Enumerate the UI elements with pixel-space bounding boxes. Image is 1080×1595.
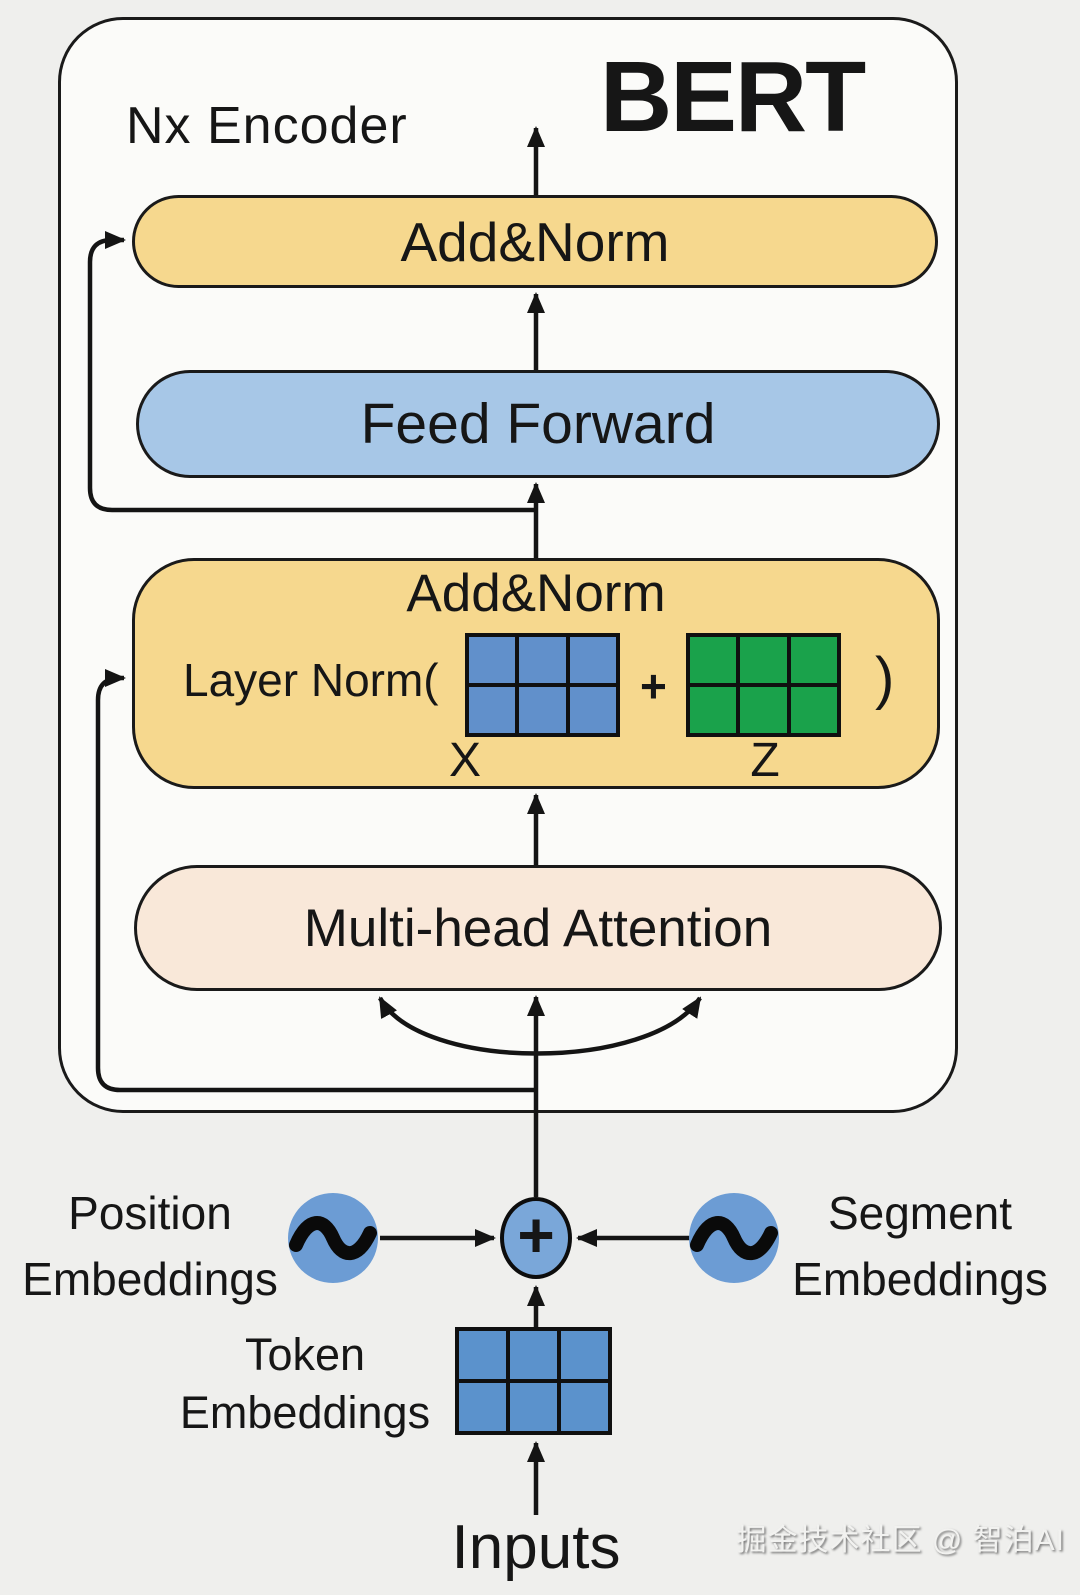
- embedding-sum-node: +: [500, 1197, 572, 1279]
- matrix-cell: [561, 1383, 608, 1431]
- matrix-cell: [469, 637, 516, 683]
- x-matrix-grid: [465, 633, 620, 737]
- z-matrix-grid: [686, 633, 841, 737]
- add-norm-main-block: Add&Norm Layer Norm( + ) X Z: [132, 558, 940, 789]
- token-embeddings-grid: [455, 1327, 612, 1435]
- matrix-cell: [790, 637, 837, 683]
- encoder-count-label: Nx Encoder: [126, 97, 408, 155]
- inputs-label: Inputs: [451, 1513, 621, 1582]
- add-norm-top-block: Add&Norm: [132, 195, 938, 288]
- position-embeddings-label: Position Embeddings: [22, 1187, 278, 1305]
- matrix-cell: [690, 687, 737, 733]
- layer-norm-formula-prefix: Layer Norm(: [183, 654, 439, 706]
- matrix-cell: [790, 687, 837, 733]
- matrix-cell: [569, 637, 616, 683]
- matrix-cell: [459, 1383, 506, 1431]
- formula-paren-close: ): [875, 646, 895, 711]
- x-matrix-label: X: [448, 734, 481, 787]
- matrix-cell: [510, 1331, 557, 1379]
- matrix-cell: [690, 637, 737, 683]
- segment-embeddings-node: [689, 1193, 779, 1283]
- segment-embeddings-label: Segment Embeddings: [792, 1187, 1048, 1305]
- token-embeddings-label: Token Embeddings: [179, 1329, 431, 1438]
- matrix-cell: [561, 1331, 608, 1379]
- multi-head-attention-block: Multi-head Attention: [134, 865, 942, 991]
- matrix-cell: [519, 687, 566, 733]
- add-norm-top-label: Add&Norm: [400, 210, 670, 273]
- diagram-title: BERT: [600, 41, 866, 153]
- feed-forward-block: Feed Forward: [136, 370, 940, 478]
- sine-wave-icon: [289, 1216, 377, 1261]
- plus-icon: +: [517, 1199, 555, 1271]
- matrix-cell: [469, 687, 516, 733]
- matrix-cell: [740, 637, 787, 683]
- add-norm-main-label: Add&Norm: [406, 564, 666, 623]
- matrix-cell: [519, 637, 566, 683]
- matrix-cell: [510, 1383, 557, 1431]
- matrix-cell: [740, 687, 787, 733]
- z-matrix-label: Z: [750, 734, 780, 787]
- multi-head-attention-label: Multi-head Attention: [303, 898, 773, 958]
- formula-plus-operator: +: [640, 660, 667, 712]
- matrix-cell: [459, 1331, 506, 1379]
- position-embeddings-node: [288, 1193, 378, 1283]
- feed-forward-label: Feed Forward: [360, 392, 716, 456]
- watermark-text: 掘金技术社区 @ 智泊AI: [736, 1524, 1065, 1557]
- sine-wave-icon: [690, 1216, 778, 1261]
- matrix-cell: [569, 687, 616, 733]
